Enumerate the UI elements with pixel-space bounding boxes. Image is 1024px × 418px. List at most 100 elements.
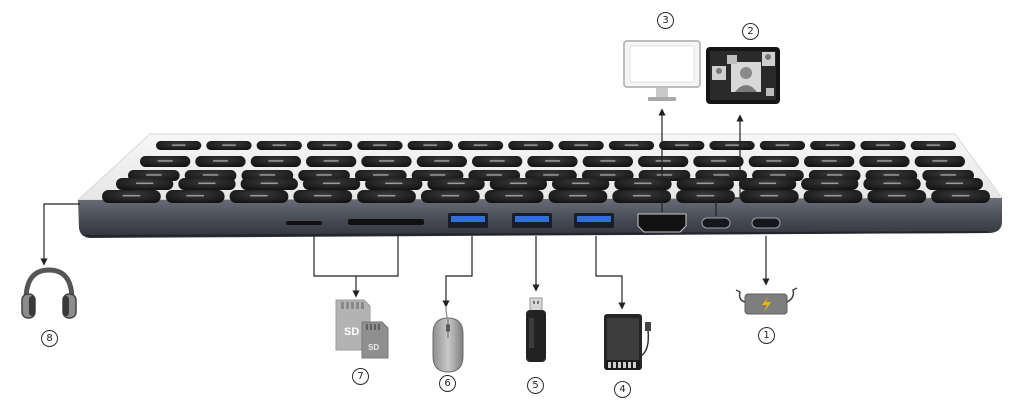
- headphones-line: [40, 203, 80, 266]
- key-legend-mark: [122, 194, 141, 197]
- key-legend-mark: [713, 174, 729, 176]
- key-legend-mark: [373, 144, 387, 146]
- key-legend-mark: [600, 174, 616, 176]
- key-legend-mark: [260, 182, 278, 185]
- key-grid: [102, 141, 990, 203]
- hdd-line: [595, 236, 626, 310]
- power-adapter-icon: [735, 287, 798, 315]
- key-legend-mark: [945, 182, 963, 185]
- key-legend-mark: [423, 144, 437, 146]
- key-legend-mark: [385, 182, 403, 185]
- key: [229, 190, 289, 203]
- key-legend-mark: [888, 194, 906, 197]
- key-legend-mark: [624, 144, 639, 146]
- video-call-tablet-icon: [706, 47, 780, 104]
- key-legend-mark: [883, 182, 901, 185]
- key-legend-mark: [932, 160, 948, 162]
- label-2: 2: [742, 23, 759, 40]
- key-legend-mark: [824, 194, 842, 197]
- key-legend-mark: [157, 160, 173, 162]
- key-legend-mark: [486, 174, 502, 176]
- key-legend-mark: [634, 182, 652, 185]
- key-legend-mark: [951, 194, 970, 197]
- key-legend-mark: [222, 144, 236, 146]
- microsd-slot: [286, 221, 322, 225]
- key-legend-mark: [766, 160, 782, 162]
- key-legend-mark: [136, 182, 154, 185]
- usb-c-port-1: [701, 217, 731, 229]
- monitor-icon: [623, 40, 701, 101]
- sd-card-slot: [348, 219, 424, 225]
- key: [739, 190, 799, 203]
- usb-port-1: [448, 213, 488, 228]
- hdmi-port: [637, 213, 687, 233]
- headphones-icon: [21, 267, 77, 319]
- label-6: 6: [439, 375, 456, 392]
- usb-port-2: [512, 213, 552, 228]
- key-legend-mark: [770, 174, 786, 176]
- key-legend-mark: [313, 194, 332, 197]
- key-legend-mark: [441, 194, 460, 197]
- key-legend-mark: [198, 182, 216, 185]
- sd-label-small: SD: [368, 343, 379, 352]
- key-legend-mark: [775, 144, 790, 146]
- key-legend-mark: [821, 160, 837, 162]
- key: [931, 190, 990, 203]
- key-legend-mark: [429, 174, 446, 176]
- key-legend-mark: [760, 194, 778, 197]
- key-legend-mark: [821, 182, 839, 185]
- key-legend-mark: [146, 174, 162, 176]
- key-legend-mark: [656, 174, 673, 176]
- usb-c-port-2: [751, 217, 781, 229]
- key: [803, 190, 863, 203]
- label-5: 5: [527, 377, 544, 394]
- key: [102, 190, 161, 203]
- mouse-icon: [432, 305, 464, 373]
- key-legend-mark: [758, 182, 777, 185]
- key-legend-mark: [323, 160, 339, 162]
- key-legend-mark: [272, 144, 287, 146]
- key: [357, 190, 416, 203]
- external-hdd-icon: [604, 314, 651, 370]
- key: [293, 190, 353, 203]
- key-legend-mark: [545, 160, 561, 162]
- key: [676, 190, 735, 203]
- sd-card-icon: SD SD: [335, 299, 389, 359]
- key-legend-mark: [524, 144, 538, 146]
- key-legend-mark: [600, 160, 616, 162]
- key-legend-mark: [213, 160, 229, 162]
- key-legend-mark: [373, 174, 389, 176]
- sd-bracket-line: [313, 235, 399, 277]
- key-legend-mark: [268, 160, 284, 162]
- key-legend-mark: [509, 182, 527, 185]
- mouse-line: [442, 236, 473, 308]
- label-1: 1: [758, 327, 775, 344]
- key-legend-mark: [489, 160, 505, 162]
- label-3: 3: [657, 12, 674, 29]
- key-legend-mark: [322, 144, 337, 146]
- key-legend-mark: [202, 174, 219, 176]
- key-legend-mark: [825, 144, 840, 146]
- key-legend-mark: [543, 174, 559, 176]
- label-4: 4: [614, 381, 631, 398]
- key-legend-mark: [675, 144, 689, 146]
- usb-port-3: [574, 213, 614, 228]
- key: [867, 190, 927, 203]
- key-legend-mark: [926, 144, 941, 146]
- key-legend-mark: [725, 144, 739, 146]
- key-legend-mark: [434, 160, 450, 162]
- key-legend-mark: [377, 194, 396, 197]
- key-legend-mark: [316, 174, 332, 176]
- key-legend-mark: [322, 182, 341, 185]
- key-legend-mark: [696, 194, 715, 197]
- key-legend-mark: [574, 144, 588, 146]
- key-legend-mark: [883, 174, 900, 176]
- key-legend-mark: [186, 194, 204, 197]
- key-legend-mark: [940, 174, 956, 176]
- key: [420, 190, 480, 203]
- usb-flash-drive-icon: [526, 297, 546, 362]
- label-7: 7: [352, 368, 369, 385]
- key-legend-mark: [473, 144, 488, 146]
